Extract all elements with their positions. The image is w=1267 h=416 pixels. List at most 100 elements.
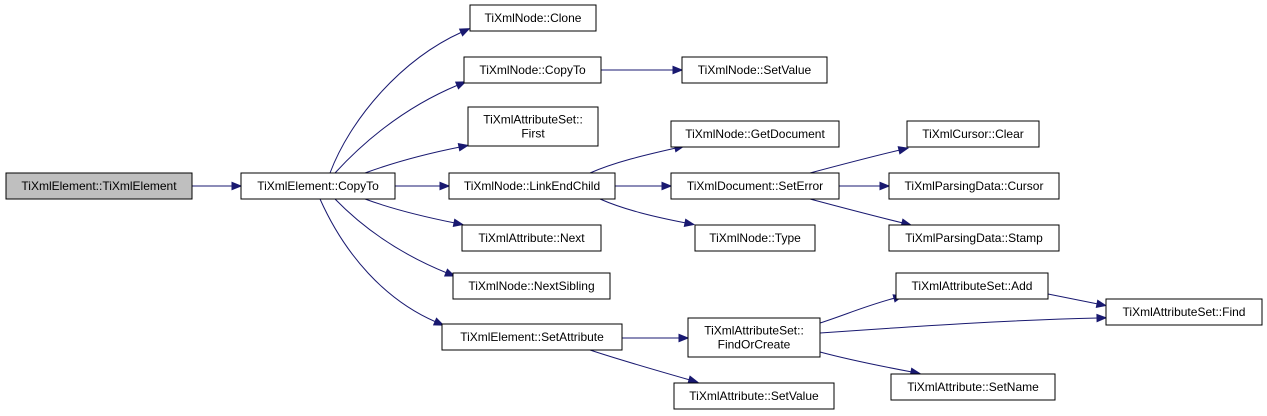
edge-copyto-to-nodecopyto	[334, 81, 467, 174]
node-box[interactable]	[673, 382, 835, 410]
arrow-head	[457, 143, 470, 152]
edge-line	[809, 198, 904, 224]
node-box[interactable]	[888, 172, 1060, 200]
edge-line	[329, 31, 463, 174]
node-label: TiXmlAttribute::SetName	[907, 380, 1039, 394]
node-nextsibling[interactable]: TiXmlNode::NextSibling	[452, 272, 611, 300]
arrow-head	[231, 181, 243, 191]
node-box[interactable]	[895, 272, 1049, 300]
node-box[interactable]	[687, 317, 821, 358]
edge-setattribute-to-findorcreate	[622, 333, 690, 343]
arrow-head	[452, 218, 465, 227]
edge-line	[809, 149, 901, 174]
node-attrsetfind[interactable]: TiXmlAttributeSet::Find	[1105, 298, 1263, 326]
edge-copyto-to-attrnext	[364, 198, 465, 227]
node-label: TiXmlAttributeSet::	[483, 113, 583, 127]
arrow-head	[879, 181, 891, 191]
node-label: TiXmlAttribute::Next	[478, 231, 585, 245]
edge-line	[819, 317, 1099, 334]
node-label: First	[521, 127, 545, 141]
node-box[interactable]	[461, 224, 602, 252]
edge-line	[334, 84, 459, 174]
node-label: TiXmlAttribute::SetValue	[689, 389, 819, 403]
node-setattribute[interactable]: TiXmlElement::SetAttribute	[441, 323, 623, 351]
node-attrsetadd[interactable]: TiXmlAttributeSet::Add	[895, 272, 1049, 300]
edge-root-to-copyto	[192, 181, 243, 191]
node-box[interactable]	[467, 106, 599, 147]
edge-nodecopyto-to-setvalue	[601, 65, 684, 75]
node-copyto[interactable]: TiXmlElement::CopyTo	[240, 172, 396, 200]
arrow-head	[1096, 313, 1108, 323]
node-label: TiXmlParsingData::Stamp	[905, 231, 1043, 245]
node-box[interactable]	[681, 56, 828, 84]
node-box[interactable]	[694, 224, 816, 252]
arrow-head	[683, 218, 696, 227]
node-label: TiXmlNode::Clone	[485, 11, 582, 25]
node-box[interactable]	[888, 224, 1060, 252]
edge-findorcreate-to-attrsetfind	[819, 313, 1108, 334]
node-attrsetname[interactable]: TiXmlAttribute::SetName	[890, 373, 1056, 401]
node-box[interactable]	[890, 373, 1056, 401]
node-setvalue[interactable]: TiXmlNode::SetValue	[681, 56, 828, 84]
node-label: TiXmlNode::SetValue	[698, 63, 812, 77]
node-box[interactable]	[1105, 298, 1263, 326]
node-label: TiXmlAttributeSet::	[704, 324, 804, 338]
edge-seterror-to-pdstamp	[809, 198, 913, 227]
node-box[interactable]	[670, 172, 840, 200]
node-cursorclear[interactable]: TiXmlCursor::Clear	[906, 120, 1040, 148]
node-box[interactable]	[448, 172, 616, 200]
arrow-head	[678, 333, 690, 343]
node-label: TiXmlElement::TiXmlElement	[21, 179, 177, 193]
node-box[interactable]	[469, 4, 597, 32]
node-pdstamp[interactable]: TiXmlParsingData::Stamp	[888, 224, 1060, 252]
node-findorcreate[interactable]: TiXmlAttributeSet::FindOrCreate	[687, 317, 821, 358]
node-box[interactable]	[463, 56, 602, 84]
edge-line	[319, 198, 437, 323]
edge-line	[819, 297, 896, 324]
edge-line	[819, 351, 913, 373]
node-pdcursor[interactable]: TiXmlParsingData::Cursor	[888, 172, 1060, 200]
edges-layer	[192, 28, 1108, 384]
arrow-head	[672, 65, 684, 75]
edge-copyto-to-linkendchild	[395, 181, 451, 191]
edge-attrsetadd-to-attrsetfind	[1047, 293, 1108, 308]
node-label: TiXmlNode::CopyTo	[479, 63, 586, 77]
node-attrsetvalue[interactable]: TiXmlAttribute::SetValue	[673, 382, 835, 410]
node-nodecopyto[interactable]: TiXmlNode::CopyTo	[463, 56, 602, 84]
node-box[interactable]	[670, 120, 840, 148]
edge-linkendchild-to-seterror	[615, 181, 673, 191]
edge-line	[589, 147, 677, 174]
arrow-head	[439, 181, 451, 191]
node-label: TiXmlNode::LinkEndChild	[464, 179, 600, 193]
node-box[interactable]	[906, 120, 1040, 148]
node-label: TiXmlCursor::Clear	[922, 127, 1024, 141]
node-label: FindOrCreate	[718, 338, 791, 352]
node-label: TiXmlDocument::SetError	[687, 179, 823, 193]
arrow-head	[897, 146, 910, 155]
edge-seterror-to-pdcursor	[839, 181, 891, 191]
edge-copyto-to-nextsibling	[334, 198, 456, 277]
edge-setattribute-to-attrsetvalue	[589, 349, 699, 384]
edge-seterror-to-cursorclear	[809, 146, 910, 174]
node-getdocument[interactable]: TiXmlNode::GetDocument	[670, 120, 840, 148]
node-linkendchild[interactable]: TiXmlNode::LinkEndChild	[448, 172, 616, 200]
arrow-head	[454, 81, 467, 90]
node-clone[interactable]: TiXmlNode::Clone	[469, 4, 597, 32]
node-type[interactable]: TiXmlNode::Type	[694, 224, 816, 252]
edge-copyto-to-setattribute	[319, 198, 445, 326]
node-root[interactable]: TiXmlElement::TiXmlElement	[5, 172, 193, 200]
node-label: TiXmlNode::Type	[709, 231, 801, 245]
node-first[interactable]: TiXmlAttributeSet::First	[467, 106, 599, 147]
node-seterror[interactable]: TiXmlDocument::SetError	[670, 172, 840, 200]
edge-copyto-to-clone	[329, 28, 471, 174]
node-box[interactable]	[452, 272, 611, 300]
node-attrnext[interactable]: TiXmlAttribute::Next	[461, 224, 602, 252]
node-box[interactable]	[441, 323, 623, 351]
node-label: TiXmlParsingData::Cursor	[905, 179, 1044, 193]
node-box[interactable]	[240, 172, 396, 200]
arrow-head	[687, 375, 699, 384]
arrow-head	[443, 268, 456, 277]
node-box[interactable]	[5, 172, 193, 200]
